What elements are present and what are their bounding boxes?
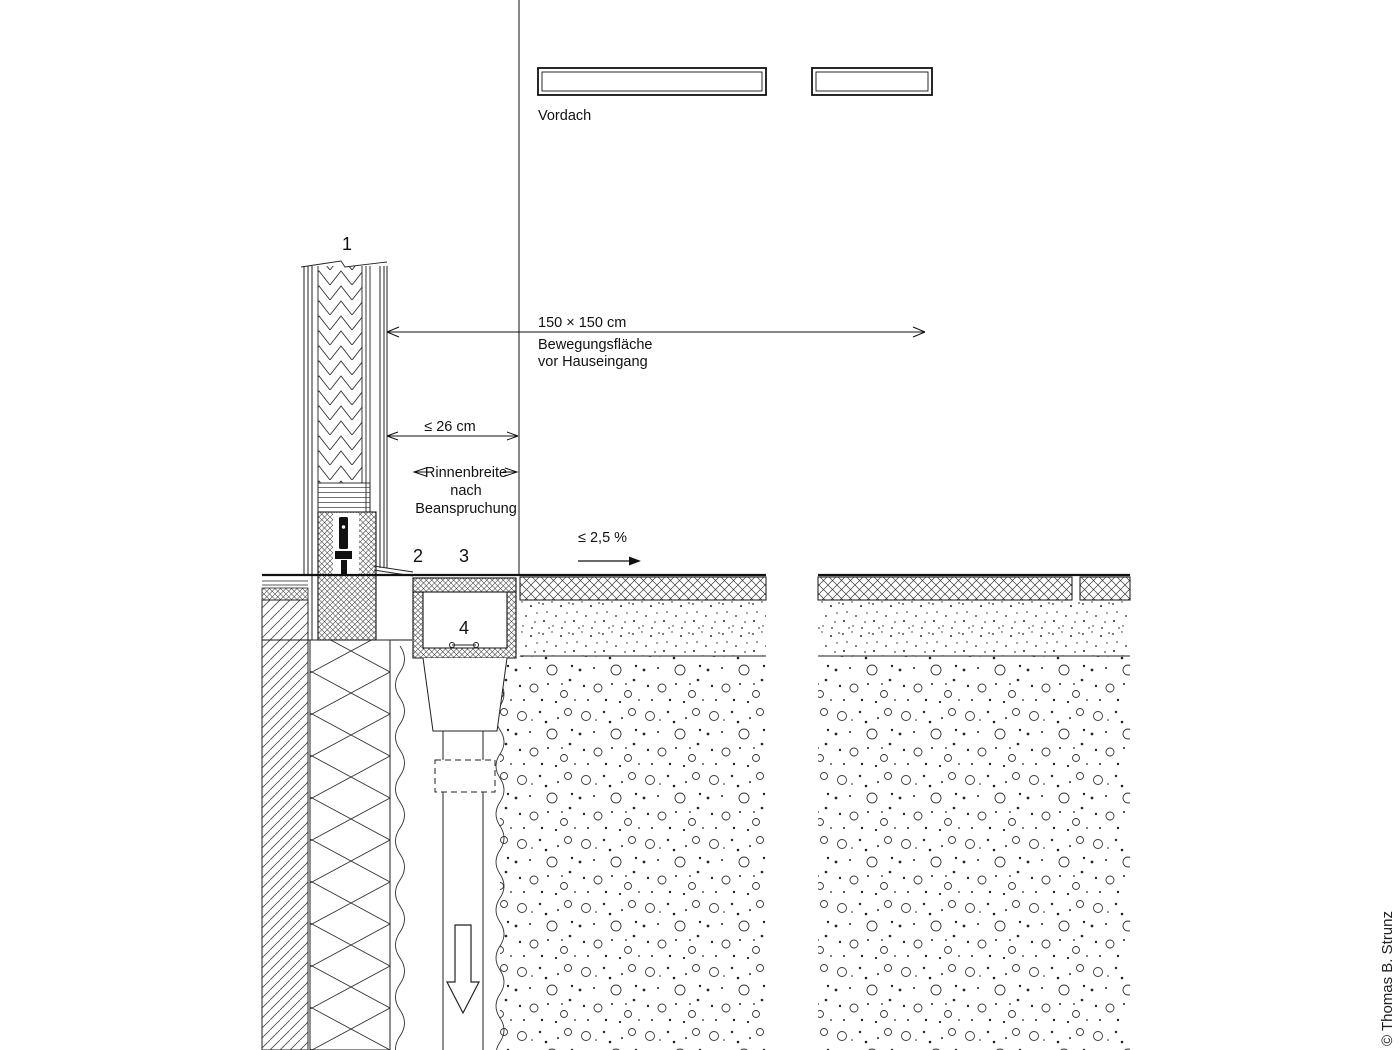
wall-core-layer-lines [317, 266, 371, 512]
channel-grating [412, 577, 517, 593]
door-frame-profile [339, 517, 348, 549]
canopy: Vordach [537, 67, 933, 124]
door-rail-base [335, 551, 352, 559]
door-frame-screw [341, 525, 346, 529]
callout-labels: 1 2 3 4 [342, 234, 469, 638]
cover-width-dim-arrows [386, 431, 519, 441]
foundation [261, 511, 412, 1050]
clearance-dim-desc-1: Bewegungsfläche [538, 337, 652, 353]
flow-direction-arrow [446, 924, 480, 1015]
wall-section [300, 260, 414, 640]
paver-left [519, 576, 767, 601]
clearance-dim-arrows [386, 326, 926, 338]
channel-width-dim-arrows [412, 467, 519, 477]
channel-width-note-3: Beanspruchung [415, 501, 517, 517]
foundation-wall-hatch [261, 599, 309, 1050]
credit-text: © Thomas B. Strunz [1379, 911, 1396, 1046]
dimension-annotations: 150 × 150 cm Bewegungsfläche vor Hausein… [386, 315, 926, 566]
canopy-slab-right [811, 67, 933, 96]
channel-body [412, 591, 517, 659]
slope-arrow-head [629, 556, 641, 566]
ground-layers [495, 576, 1131, 1050]
wall-break-line [300, 260, 388, 268]
channel-width-note-2: nach [450, 483, 481, 499]
clearance-dim-value: 150 × 150 cm [538, 315, 626, 331]
drainage-membrane-wavy-line [395, 645, 405, 1050]
clearance-dim-desc-2: vor Hauseingang [538, 354, 648, 370]
wall-inner-face-lines [379, 266, 388, 568]
outlet-funnel [422, 657, 508, 732]
wall-outer-cladding-lines [303, 266, 313, 640]
bedding-layer-right [818, 600, 1130, 656]
interior-floor-layer-lines [262, 580, 308, 586]
channel-width-note-1: Rinnenbreite [425, 465, 507, 481]
interior-screed [261, 587, 309, 601]
canopy-slab-left [537, 67, 767, 96]
gravel-layer-right [818, 656, 1130, 1050]
callout-3-grating: 3 [459, 546, 469, 566]
gravel-edge-wavy-line [495, 657, 505, 1050]
drainage-channel [412, 577, 517, 659]
callout-2-frame: 2 [413, 546, 423, 566]
cover-width-dim-value: ≤ 26 cm [424, 419, 475, 435]
wall-base-board [317, 482, 371, 513]
bedding-layer-left [520, 600, 766, 656]
door-rail-anchor [341, 560, 347, 574]
canopy-slab-right-inner [815, 71, 929, 92]
canopy-slab-left-inner [541, 71, 763, 92]
downpipe [422, 657, 508, 1050]
callout-1-wall: 1 [342, 234, 352, 254]
perimeter-insulation [309, 639, 391, 1050]
channel-outlet-handle-right [473, 642, 479, 648]
paver-right-1 [817, 576, 1073, 601]
canopy-label: Vordach [538, 108, 591, 124]
wall-insulation [318, 266, 362, 483]
gravel-layer-left [500, 656, 766, 1050]
channel-outlet-handle-left [449, 642, 455, 648]
slope-label: ≤ 2,5 % [578, 530, 627, 546]
paver-right-2 [1079, 576, 1131, 601]
callout-4-channel: 4 [459, 618, 469, 638]
pipe-coupling-dashed [434, 759, 496, 793]
